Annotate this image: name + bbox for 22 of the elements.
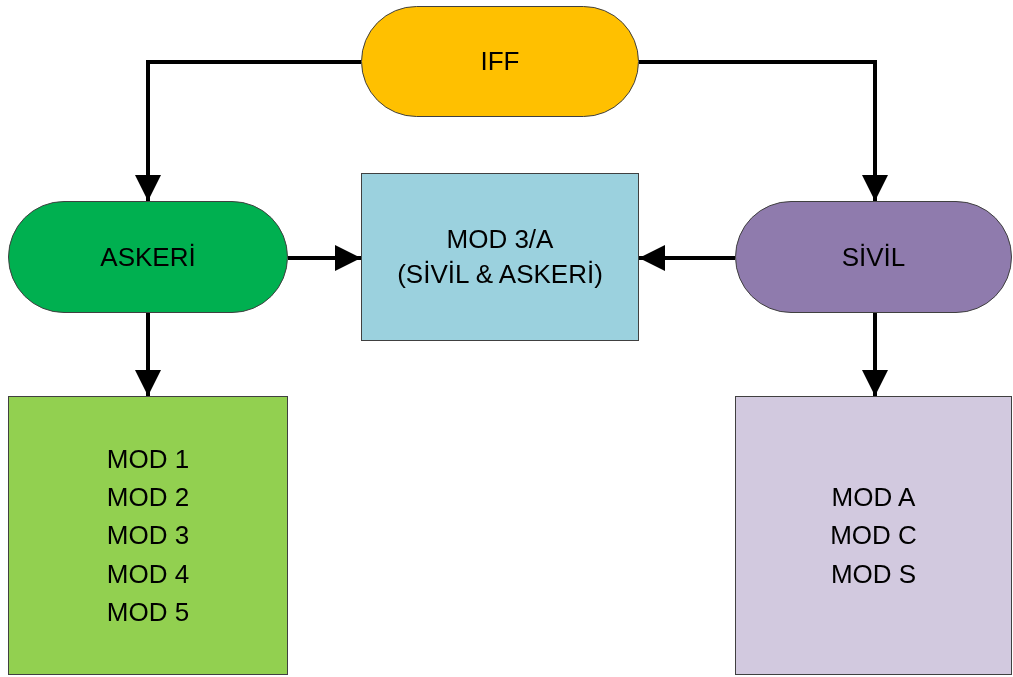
box-node (735, 396, 1012, 675)
node-label: MOD 2 (106, 481, 190, 515)
node-label: SİVİL (841, 240, 906, 274)
arrow (862, 313, 888, 396)
box-node (361, 173, 639, 341)
node-label: MOD 3/A (SİVİL & ASKERİ) (397, 222, 603, 291)
node-label: MOD A (831, 481, 916, 515)
node-label: ASKERİ (100, 240, 196, 274)
node-label: MOD 1 (106, 442, 190, 476)
pill-node (735, 201, 1012, 313)
arrow (135, 313, 161, 396)
box-node (8, 396, 288, 675)
arrow (288, 245, 361, 271)
node-label: IFF (480, 45, 520, 79)
arrow (639, 60, 888, 201)
node-label: MOD 4 (106, 557, 190, 591)
node-label: MOD S (830, 557, 917, 591)
node-label: MOD 5 (106, 595, 190, 629)
arrow (135, 60, 361, 201)
arrow (639, 245, 735, 271)
node-label: MOD 3 (106, 519, 190, 553)
node-label: MOD C (830, 519, 917, 553)
